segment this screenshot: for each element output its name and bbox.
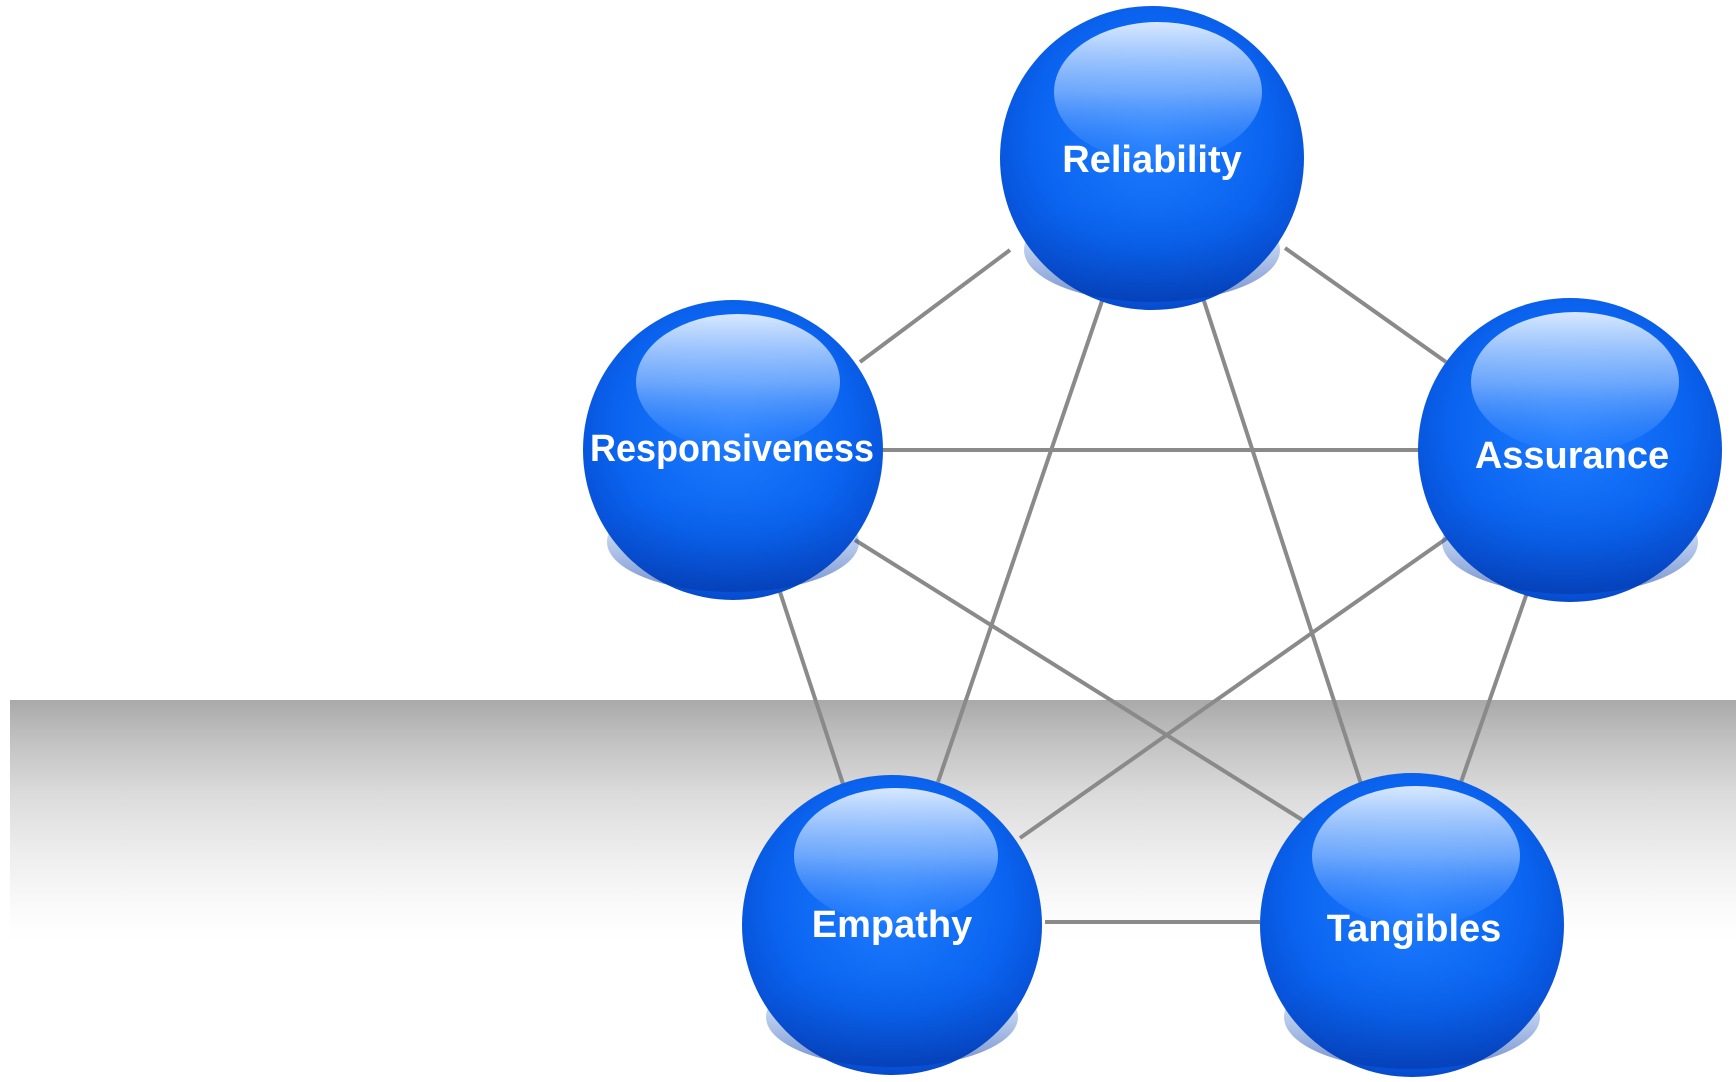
node-assurance: Assurance [1418,298,1722,602]
label-responsiveness: Responsiveness [590,428,874,470]
sphere-rim-empathy [766,967,1018,1067]
sphere-gloss-empathy [794,788,998,924]
label-reliability: Reliability [1062,139,1242,181]
sphere-gloss-assurance [1471,312,1679,452]
connector-assurance-empathy [1018,534,1452,840]
connector-reliability-responsiveness [858,248,1012,364]
node-empathy: Empathy [742,775,1042,1075]
label-tangibles: Tangibles [1327,908,1502,950]
connector-assurance-tangibles [1458,589,1530,786]
sphere-rim-tangibles [1284,965,1540,1069]
connector-reliability-empathy [936,297,1105,783]
sphere-gloss-responsiveness [636,314,840,450]
sphere-rim-responsiveness [607,492,859,592]
sphere-rim-reliability [1024,198,1280,302]
label-empathy: Empathy [812,904,972,946]
connector-reliability-tangibles [1201,297,1365,791]
connector-reliability-assurance [1283,246,1448,364]
connector-responsiveness-empathy [778,591,847,791]
node-reliability: Reliability [1000,6,1304,310]
sphere-gloss-reliability [1054,22,1262,162]
connector-lines [778,246,1530,924]
sphere-rim-assurance [1442,490,1698,594]
node-tangibles: Tangibles [1260,773,1564,1077]
sphere-gloss-tangibles [1312,786,1520,926]
label-assurance: Assurance [1475,435,1669,477]
node-responsiveness: Responsiveness [583,300,883,600]
connector-responsiveness-tangibles [853,538,1314,828]
